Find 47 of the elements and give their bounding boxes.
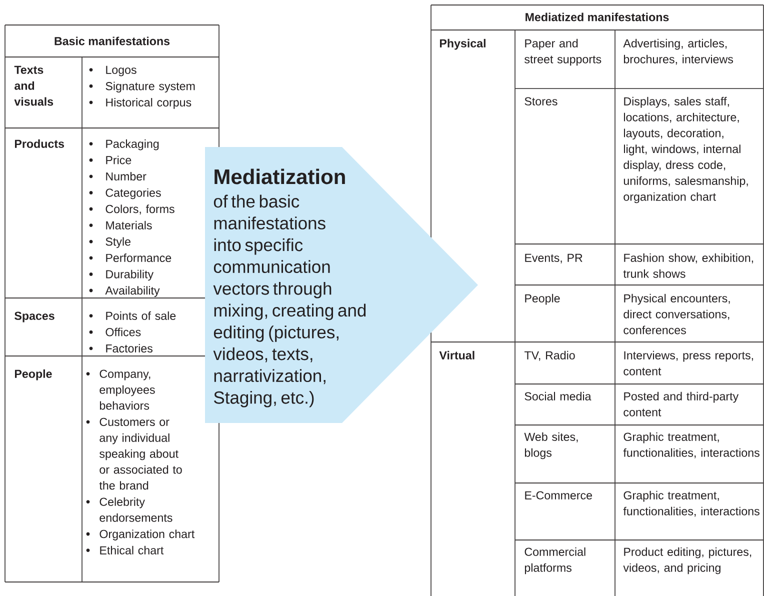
bullet-item: Performance [89,254,172,262]
table-cell: Stores [524,97,558,106]
bullet-item: Customers or any individual speaking about or associated to the brand [86,418,182,490]
bullet-item: Factories [89,344,152,353]
bullet-item: Organization chart [86,530,195,540]
table-cell: Product editing, pictures, videos, and pricing [623,547,752,574]
bullet-item: Number [89,172,146,181]
table-cell: Social media [524,392,592,400]
bullet-item: Offices [89,328,141,336]
bullet-item: Durability [89,270,154,281]
bullet-item: Packaging [89,139,159,150]
row-header: Physical [440,38,486,50]
row-header: Texts and visuals [14,66,54,106]
table-header: Basic manifestations [54,36,170,46]
bullet-item: Ethical chart [86,546,164,554]
bullet-item: Signature system [89,82,195,93]
table-cell: Commercial platforms [524,547,586,574]
table-cell: Graphic treatment, functionalities, interactions [623,432,760,458]
table-cell: Posted and third-party content [624,392,739,416]
table-cell: Advertising, articles, brochures, interviews [623,38,733,65]
table-cell: Displays, sales staff, locations, architecture, layouts, decoration, light, windows, internal display, dress code, uniforms, salesmanship, organization chart [624,96,748,204]
row-header: Products [15,139,64,148]
table-cell: Interviews, press reports, content [624,350,753,376]
bullet-item: Availability [89,286,160,297]
table-cell: Events, PR [525,254,582,264]
row-header: Virtual [439,350,474,360]
bullet-item: Points of sale [89,311,176,320]
bullet-item: Materials [89,220,152,230]
table-cell: Fashion show, exhibition, trunk shows [623,253,754,278]
table-cell: Graphic treatment, functionalities, interactions [623,490,760,517]
bullet-item: Style [89,237,130,248]
bullet-item: Colors, forms [89,204,174,215]
row-header: People [15,369,52,380]
bullet-item: Historical corpus [89,98,192,109]
table-cell: Physical encounters, direct conversations, conferences [624,294,730,334]
bullet-item: Company, employees behaviors [86,370,155,410]
bullet-item: Price [89,156,132,164]
bullet-item: Logos [89,66,136,76]
bullet-item: Categories [89,188,161,200]
table-header: Mediatized manifestations [526,12,669,22]
table-cell: People [525,294,560,305]
row-header: Spaces [14,312,54,322]
table-cell: TV, Radio [524,350,575,361]
table-cell: Web sites, blogs [524,432,578,460]
table-cell: E-Commerce [525,491,592,500]
bullet-item: Celebrity endorsements [86,497,172,522]
table-cell: Paper and street supports [524,38,602,66]
